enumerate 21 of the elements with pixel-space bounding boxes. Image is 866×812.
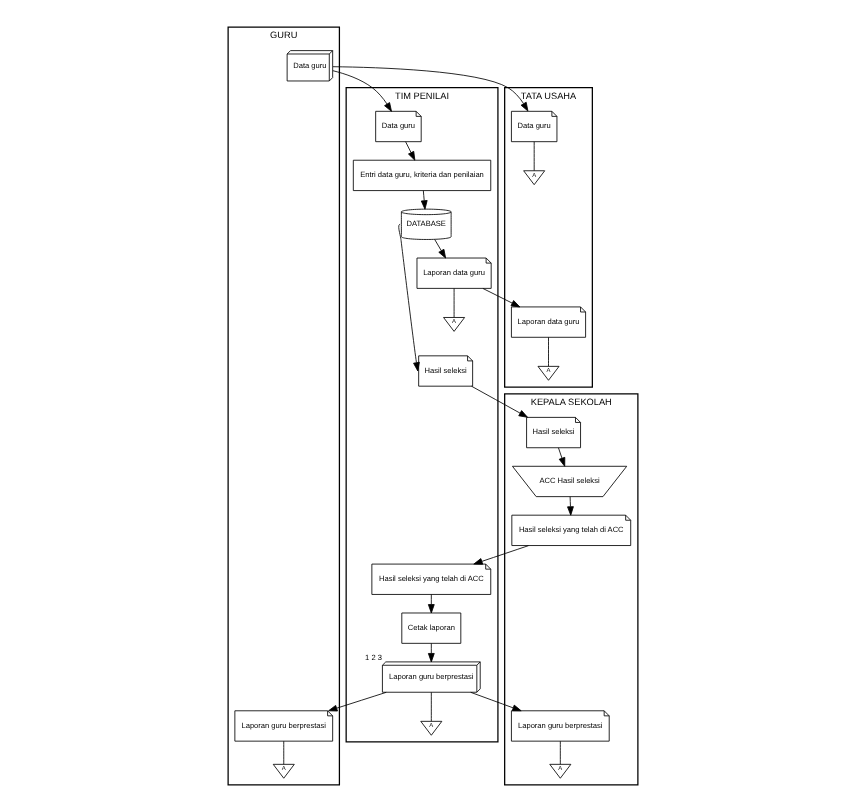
- arrow: [471, 385, 528, 418]
- arrow: [405, 141, 416, 161]
- arrow: [482, 288, 521, 308]
- arrow: [567, 496, 574, 516]
- connector: [559, 740, 561, 765]
- arrow: [332, 66, 529, 112]
- connector: [453, 288, 455, 318]
- arrow: [427, 594, 435, 614]
- connector: [533, 141, 535, 171]
- connector: [548, 336, 549, 367]
- arrow: [558, 447, 566, 467]
- connector: [283, 740, 285, 765]
- arrow: [332, 70, 392, 112]
- arrow: [398, 223, 420, 372]
- arrow: [427, 643, 435, 663]
- arrow: [434, 239, 447, 259]
- arrow: [420, 190, 428, 210]
- arrow: [473, 545, 529, 565]
- arrow: [470, 691, 522, 712]
- connector: [430, 691, 432, 722]
- arrow: [328, 691, 387, 712]
